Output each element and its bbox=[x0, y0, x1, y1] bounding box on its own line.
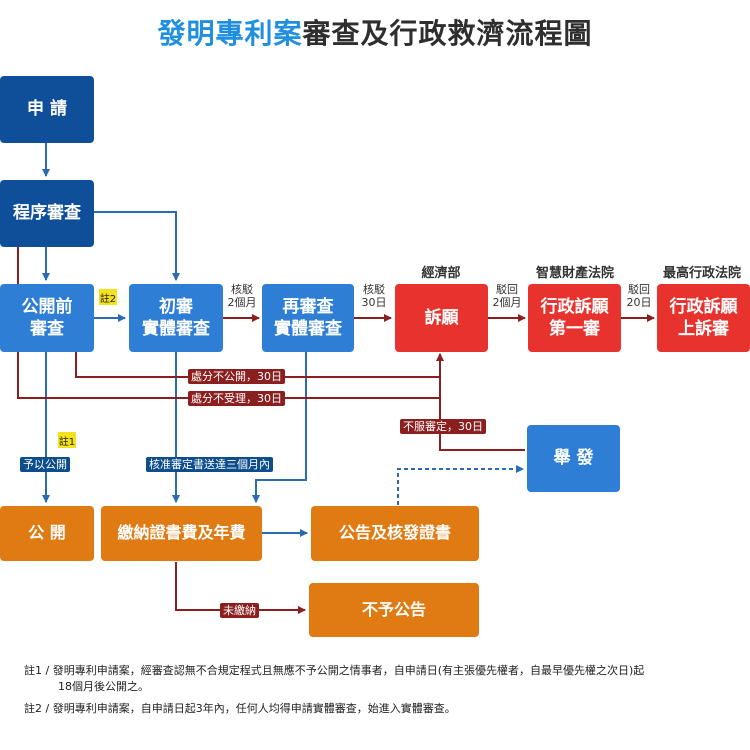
note-1-marker: 註1 bbox=[58, 432, 76, 448]
org-moea: 經濟部 bbox=[421, 266, 461, 281]
no-announcement-label: 不予公告 bbox=[361, 599, 426, 619]
not-accepted-tag: 處分不受理，30日 bbox=[188, 391, 285, 406]
initial-examination-box: 初審 實體審查 bbox=[129, 284, 223, 352]
admin-litigation-appeal-line2: 上訴審 bbox=[678, 319, 729, 339]
no-publish-tag: 處分不公開，30日 bbox=[188, 369, 285, 384]
admin-litigation-first-line2: 第一審 bbox=[549, 319, 600, 339]
reject-1-line1: 核駁 bbox=[231, 283, 253, 296]
dismiss-label-2: 駁回 20日 bbox=[621, 283, 657, 309]
reject-2-line2: 30日 bbox=[361, 296, 387, 309]
procedure-review-label: 程序審查 bbox=[13, 203, 81, 224]
admin-litigation-appeal-box: 行政訴願 上訴審 bbox=[657, 284, 750, 352]
pre-publication-line1: 公開前 bbox=[21, 296, 73, 317]
note-2-marker: 註2 bbox=[99, 289, 117, 305]
to-publish-tag: 予以公開 bbox=[20, 457, 70, 472]
publication-box: 公 開 bbox=[0, 506, 94, 561]
admin-litigation-first-line1: 行政訴願 bbox=[540, 296, 609, 317]
pre-publication-line2: 審查 bbox=[30, 319, 64, 339]
footnote-1: 註1 / 發明專利申請案，經審查認無不合規定程式且無應不予公開之情事者，自申請日… bbox=[24, 663, 744, 695]
org-supreme-court: 最高行政法院 bbox=[662, 266, 741, 281]
dismiss-2-line1: 駁回 bbox=[628, 283, 650, 296]
arrow-announce-report bbox=[397, 465, 524, 505]
title-part2: 審查及行政救濟流程圖 bbox=[302, 17, 593, 50]
arrow-no-publish bbox=[75, 352, 440, 378]
apply-box: 申 請 bbox=[0, 76, 94, 143]
no-announcement-box: 不予公告 bbox=[309, 583, 479, 637]
re-examination-line1: 再審查 bbox=[282, 296, 334, 317]
fee-payment-label: 繳納證書費及年費 bbox=[117, 523, 246, 543]
publication-label: 公 開 bbox=[28, 523, 66, 543]
reject-1-line2: 2個月 bbox=[227, 296, 257, 309]
unpaid-tag: 未繳納 bbox=[220, 603, 259, 618]
page-title: 發明專利案審查及行政救濟流程圖 bbox=[0, 12, 750, 52]
announce-certificate-label: 公告及核發證書 bbox=[338, 523, 451, 543]
disagree-decision-tag: 不服審定，30日 bbox=[400, 419, 486, 434]
admin-litigation-appeal-line1: 行政訴願 bbox=[669, 296, 738, 317]
admin-litigation-first-box: 行政訴願 第一審 bbox=[528, 284, 621, 352]
arrow-fee-no-announce bbox=[175, 562, 306, 614]
dismiss-label-1: 駁回 2個月 bbox=[488, 283, 526, 309]
initial-examination-line1: 初審 bbox=[159, 296, 193, 317]
approved-tag: 核准審定書送達三個月內 bbox=[146, 457, 273, 472]
reject-label-2: 核駁 30日 bbox=[356, 283, 392, 309]
arrow-reexam-fee bbox=[252, 352, 307, 503]
arrow-procedure-initial bbox=[94, 211, 180, 281]
fee-payment-box: 繳納證書費及年費 bbox=[101, 506, 262, 561]
announce-certificate-box: 公告及核發證書 bbox=[311, 506, 479, 561]
arrow-report-appeal bbox=[436, 353, 525, 451]
re-examination-box: 再審查 實體審查 bbox=[262, 284, 354, 352]
apply-label: 申 請 bbox=[27, 99, 67, 120]
footnote-2-line: 註2 / 發明專利申請案，自申請日起3年內，任何人均得申請實體審查，始進入實體審… bbox=[24, 702, 456, 715]
dismiss-1-line1: 駁回 bbox=[496, 283, 518, 296]
reject-label-1: 核駁 2個月 bbox=[224, 283, 260, 309]
footnote-1-line2: 18個月後公開之。 bbox=[58, 680, 149, 693]
reject-2-line1: 核駁 bbox=[363, 283, 385, 296]
dismiss-2-line2: 20日 bbox=[626, 296, 652, 309]
footnote-2: 註2 / 發明專利申請案，自申請日起3年內，任何人均得申請實體審查，始進入實體審… bbox=[24, 701, 744, 717]
dismiss-1-line2: 2個月 bbox=[492, 296, 522, 309]
appeal-box: 訴願 bbox=[395, 284, 488, 352]
org-ip-court: 智慧財產法院 bbox=[535, 266, 614, 281]
appeal-label: 訴願 bbox=[424, 307, 459, 328]
invalidation-report-label: 舉 發 bbox=[553, 448, 594, 469]
procedure-review-box: 程序審查 bbox=[0, 180, 94, 247]
re-examination-line2: 實體審查 bbox=[274, 319, 342, 339]
footnote-1-line1: 註1 / 發明專利申請案，經審查認無不合規定程式且無應不予公開之情事者，自申請日… bbox=[24, 664, 645, 677]
initial-examination-line2: 實體審查 bbox=[142, 319, 210, 339]
title-part1: 發明專利案 bbox=[157, 17, 303, 50]
pre-publication-review-box: 公開前 審查 bbox=[0, 284, 94, 352]
invalidation-report-box: 舉 發 bbox=[527, 425, 620, 492]
